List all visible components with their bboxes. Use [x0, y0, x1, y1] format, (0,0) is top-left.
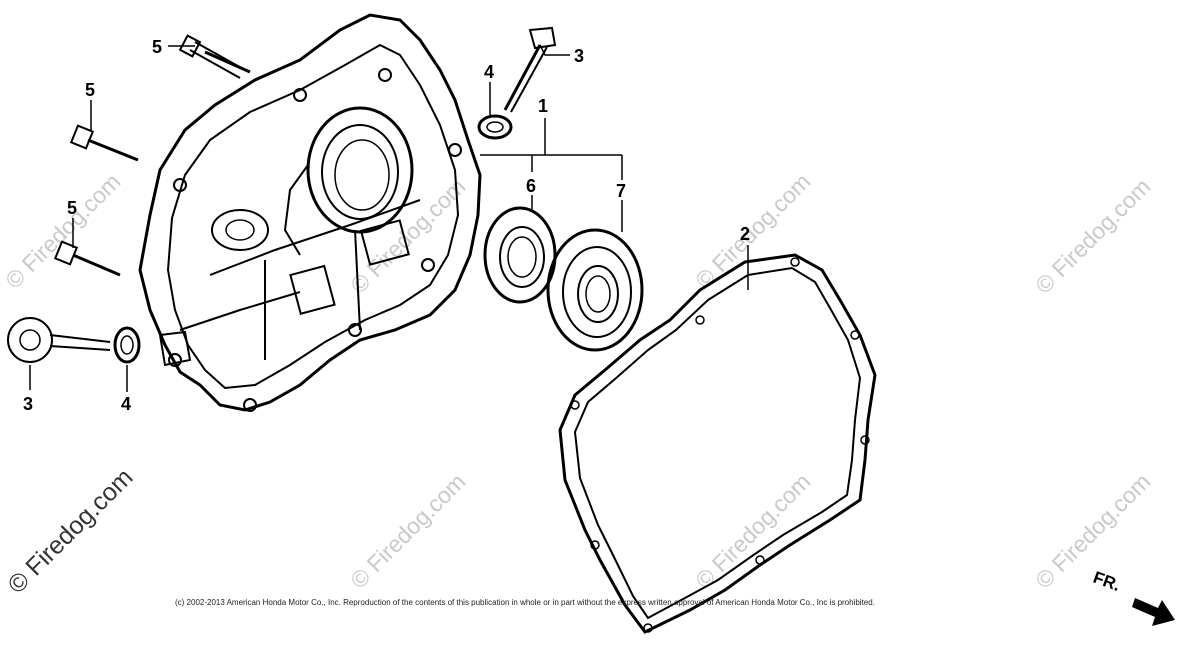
callout-7: 7	[616, 181, 626, 201]
front-arrow-icon	[1132, 598, 1175, 626]
oil-filler-cap-left	[7, 317, 111, 363]
watermark-text: © Firedog.com	[0, 168, 125, 293]
callout-3-left: 3	[23, 394, 33, 414]
flange-bolt-top	[178, 34, 251, 79]
crankcase-gasket	[558, 253, 877, 634]
callout-5-top: 5	[152, 37, 162, 57]
watermark-text: © Firedog.com	[1030, 468, 1155, 593]
oil-seal	[483, 206, 557, 304]
flange-bolt-lower	[53, 240, 121, 277]
watermark-text: © Firedog.com	[1030, 173, 1155, 298]
callout-3-top: 3	[574, 46, 584, 66]
callouts: 1 2 3 3 4 4 5 5 5 6 7	[23, 37, 750, 414]
copyright-notice: (c) 2002-2013 American Honda Motor Co., …	[175, 598, 875, 607]
callout-6: 6	[526, 176, 536, 196]
callout-4-left: 4	[121, 394, 131, 414]
front-label: FR.	[1091, 568, 1123, 595]
oil-filler-cap-top	[503, 26, 557, 113]
callout-2: 2	[740, 224, 750, 244]
watermark-text-dark: © Firedog.com	[2, 463, 138, 599]
sealing-washer-top	[477, 114, 513, 140]
callout-5-middle: 5	[85, 80, 95, 100]
ball-bearing	[546, 228, 644, 352]
flange-bolt-middle	[69, 124, 139, 162]
leader-lines	[29, 44, 749, 392]
watermark-text: © Firedog.com	[690, 468, 815, 593]
sealing-washer-left	[113, 326, 141, 364]
callout-5-lower: 5	[67, 198, 77, 218]
callout-4-top: 4	[484, 62, 494, 82]
watermark-text: © Firedog.com	[345, 468, 470, 593]
front-direction-indicator: FR.	[1091, 568, 1175, 626]
crankcase-cover	[138, 13, 482, 412]
callout-1: 1	[538, 96, 548, 116]
